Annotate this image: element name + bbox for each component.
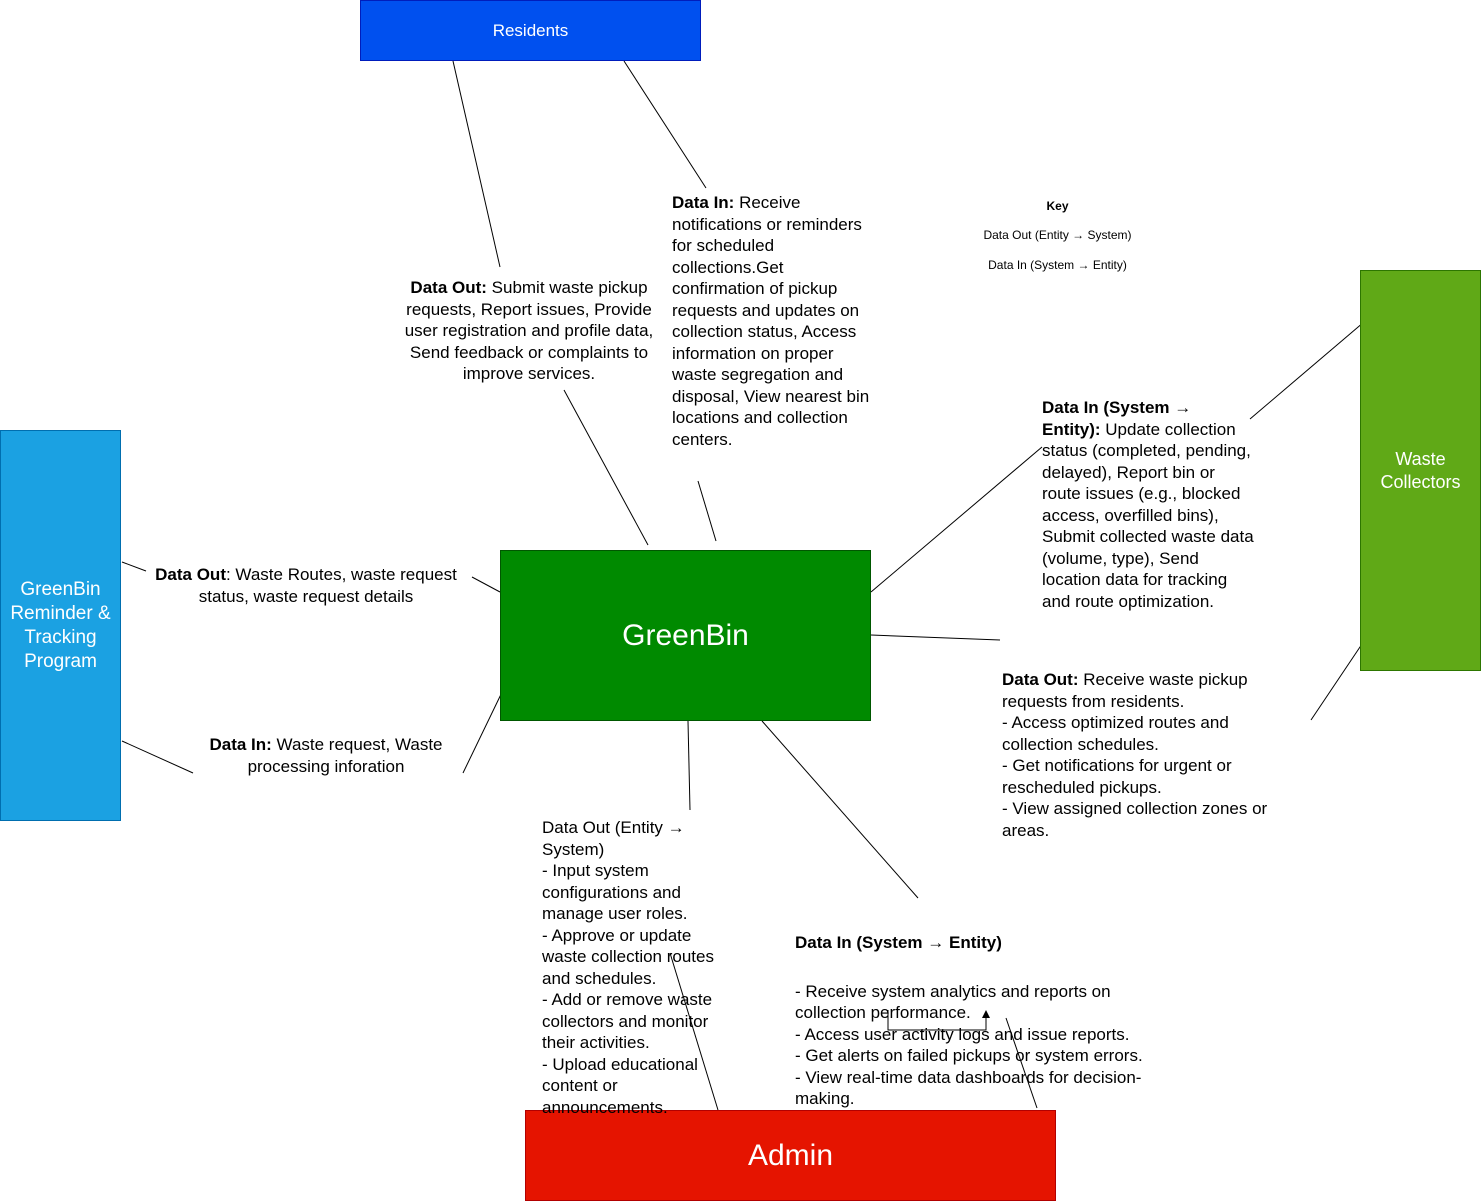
tracking-data-in-label: Data In: Waste request, Waste processing… xyxy=(195,734,457,777)
residents-label: Residents xyxy=(492,20,569,40)
connector-collectors-in-left xyxy=(870,446,1043,593)
greenbin-system-process[interactable]: GreenBin xyxy=(500,550,871,721)
collectors-data-out-label: Data Out: Receive waste pickup requests … xyxy=(1002,669,1292,841)
key-legend: Key Data Out (Entity → System) Data In (… xyxy=(960,196,1155,286)
connector-tracking-in-right xyxy=(462,685,506,774)
residents-data-out-heading: Data Out: xyxy=(410,278,487,297)
admin-label: Admin xyxy=(747,1138,834,1172)
connector-tracking-in-left xyxy=(121,740,194,774)
waste-collectors-label: Waste Collectors xyxy=(1380,448,1461,492)
key-item-data-out: Data Out (Entity → System) xyxy=(983,228,1132,242)
admin-data-in-heading: Data In (System → Entity) xyxy=(795,932,1002,952)
connector-residents-in-top xyxy=(623,60,707,189)
residents-data-in-heading: Data In: xyxy=(672,193,735,212)
connector-residents-out-bottom xyxy=(563,389,649,546)
residents-data-in-label: Data In: Receive notifications or remind… xyxy=(672,192,870,450)
residents-data-in-text: Receive notifications or reminders for s… xyxy=(672,193,870,449)
connector-collectors-in-right xyxy=(1249,321,1365,420)
connector-admin-out-top xyxy=(687,720,691,811)
tracking-program-label: GreenBin Reminder & Tracking Program xyxy=(10,578,111,672)
tracking-data-in-text: Waste request, Waste processing inforati… xyxy=(247,735,443,776)
residents-data-out-text: Submit waste pickup requests, Report iss… xyxy=(404,278,654,383)
tracking-data-out-heading: Data Out xyxy=(155,565,226,584)
connector-residents-out-top xyxy=(452,60,501,268)
tracking-data-out-text: : Waste Routes, waste request status, wa… xyxy=(198,565,457,606)
collectors-data-out-text: Receive waste pickup requests from resid… xyxy=(1002,670,1268,840)
connector-collectors-out-right xyxy=(1310,643,1363,721)
collectors-data-in-heading: Data In (System → Entity): xyxy=(1042,398,1192,439)
collectors-data-in-label: Data In (System → Entity): Update collec… xyxy=(1042,397,1254,612)
connector-collectors-out-left xyxy=(870,634,1001,641)
tracking-data-in-heading: Data In: xyxy=(209,735,272,754)
waste-collectors-entity[interactable]: Waste Collectors xyxy=(1360,270,1481,671)
admin-data-out-label: Data Out (Entity → System) - Input syste… xyxy=(542,817,732,1118)
key-item-data-in: Data In (System → Entity) xyxy=(988,258,1127,272)
admin-data-in-text: - Receive system analytics and reports o… xyxy=(795,981,1143,1109)
key-title: Key xyxy=(1046,199,1069,213)
collectors-data-out-heading: Data Out: xyxy=(1002,670,1079,689)
tracking-program-entity[interactable]: GreenBin Reminder & Tracking Program xyxy=(0,430,121,821)
residents-data-out-label: Data Out: Submit waste pickup requests, … xyxy=(388,277,670,385)
admin-data-out-text: Data Out (Entity → System) - Input syste… xyxy=(542,818,714,1117)
greenbin-system-label: GreenBin xyxy=(622,618,749,652)
connector-admin-in-top xyxy=(761,720,919,899)
residents-entity[interactable]: Residents xyxy=(360,0,701,61)
admin-data-in-label: Data In (System → Entity) - Receive syst… xyxy=(795,910,1175,1131)
tracking-data-out-label: Data Out: Waste Routes, waste request st… xyxy=(150,564,462,607)
connector-tracking-out-left xyxy=(121,561,147,572)
collectors-data-in-text: Update collection status (completed, pen… xyxy=(1042,419,1254,611)
connector-residents-in-bottom xyxy=(697,480,717,542)
connector-tracking-out-right xyxy=(471,576,501,593)
